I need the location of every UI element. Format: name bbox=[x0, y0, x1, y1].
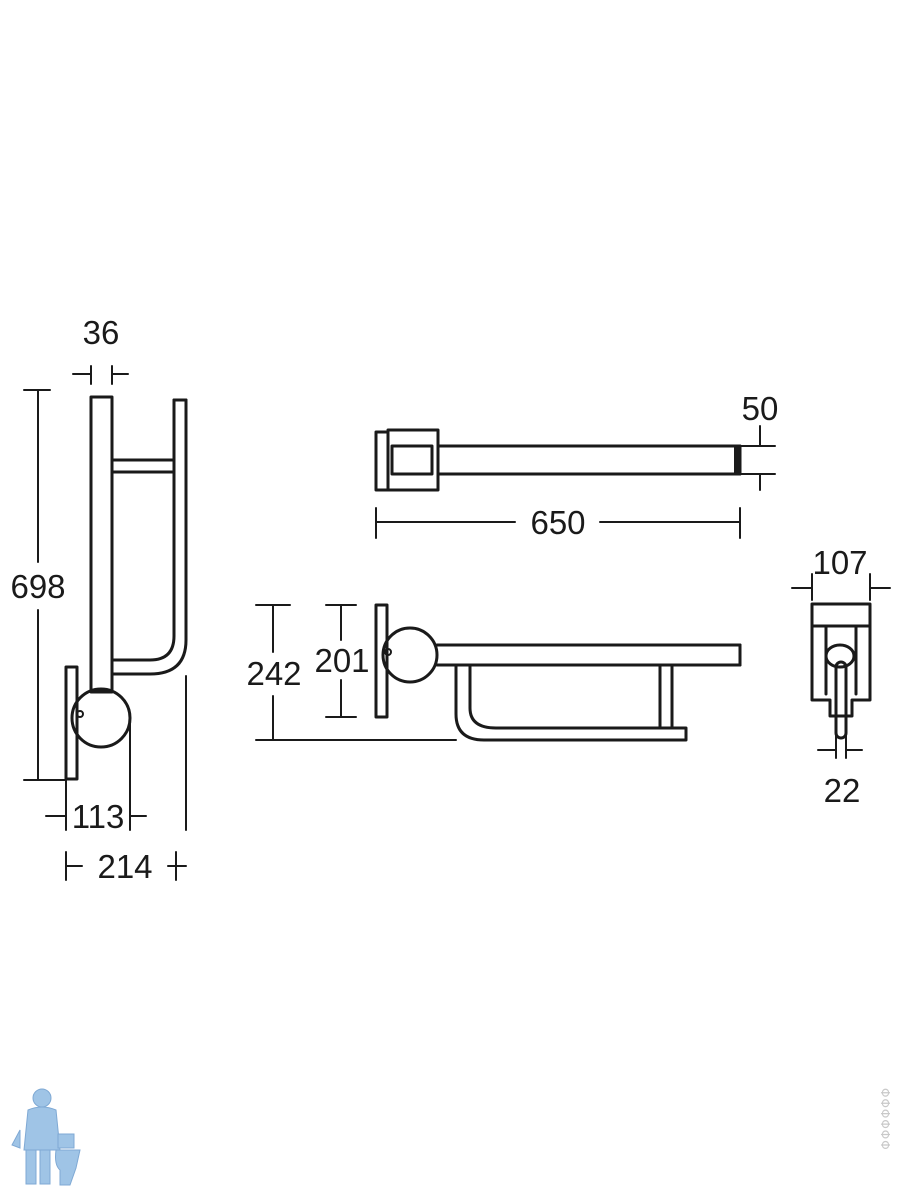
top-view bbox=[374, 428, 742, 492]
dim-107-label: 107 bbox=[812, 544, 867, 581]
dimension-50: 50 bbox=[739, 390, 779, 491]
dimension-214: 214 bbox=[65, 675, 187, 885]
dimension-107: 107 bbox=[791, 544, 891, 601]
dimension-650: 650 bbox=[375, 504, 741, 541]
dim-242-label: 242 bbox=[246, 655, 301, 692]
dim-698-label: 698 bbox=[10, 568, 65, 605]
dim-650-label: 650 bbox=[530, 504, 585, 541]
dim-36-label: 36 bbox=[83, 314, 120, 351]
dimension-113: 113 bbox=[45, 717, 147, 835]
dimension-698: 698 bbox=[10, 389, 67, 781]
front-view bbox=[810, 602, 872, 740]
dim-22-label: 22 bbox=[824, 772, 861, 809]
plumber-logo-icon bbox=[11, 1088, 81, 1186]
dimension-22: 22 bbox=[817, 727, 863, 809]
side-view-lowered bbox=[374, 603, 742, 742]
dim-50-label: 50 bbox=[742, 390, 779, 427]
dimension-201: 201 bbox=[314, 604, 370, 718]
dimension-242: 242 bbox=[246, 604, 457, 741]
dim-214-label: 214 bbox=[97, 848, 152, 885]
dimension-36: 36 bbox=[72, 314, 129, 385]
dim-201-label: 201 bbox=[314, 642, 369, 679]
watermark-text: ΦΦΦΦΦΦ bbox=[878, 1088, 892, 1151]
side-view-raised bbox=[64, 395, 188, 781]
dim-113-label: 113 bbox=[72, 798, 125, 835]
